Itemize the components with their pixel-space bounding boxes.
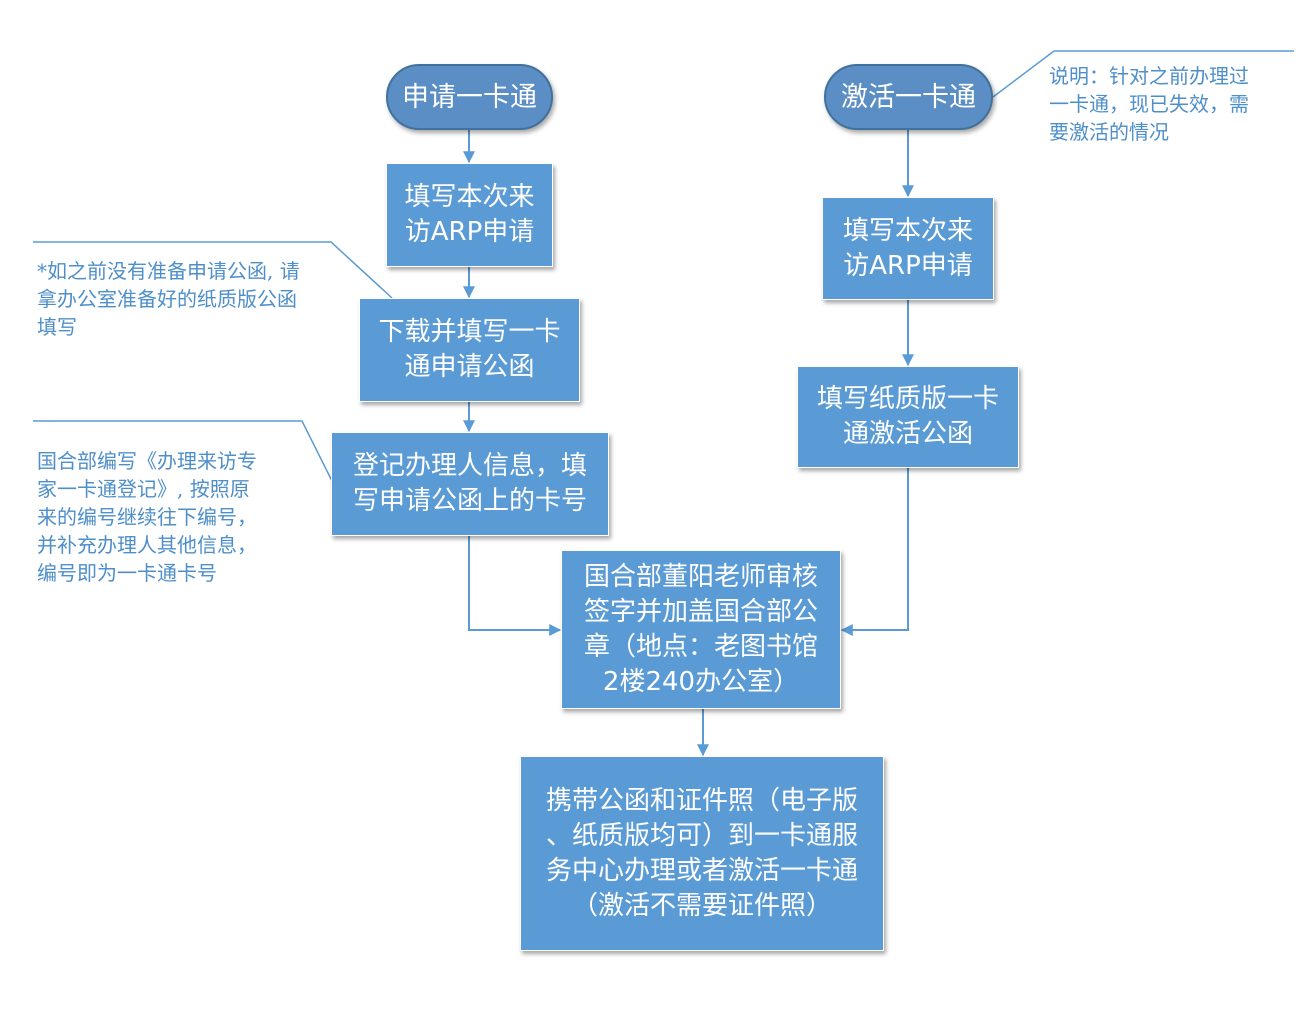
apply-card-start: 申请一卡通 xyxy=(386,64,553,130)
final-step-line-4: （激活不需要证件照） xyxy=(571,890,832,921)
activate-arp-line-1: 填写本次来 xyxy=(842,215,973,246)
arrow-register-to-review xyxy=(468,535,562,636)
paper-activation-box: 填写纸质版一卡 通激活公函 xyxy=(797,366,1019,468)
activation-note-line-2: 一卡通，现已失效，需 xyxy=(1049,92,1249,116)
final-step-line-1: 携带公函和证件照（电子版 xyxy=(545,785,858,816)
register-info-box: 登记办理人信息，填 写申请公函上的卡号 xyxy=(331,432,609,536)
callout-activation-note xyxy=(992,50,1294,98)
arrow-paper-to-review xyxy=(840,467,909,636)
download-letter-line-1: 下载并填写一卡 xyxy=(378,317,561,347)
letter-note-line-3: 填写 xyxy=(37,315,77,339)
review-sign-line-3: 章（地点：老图书馆 xyxy=(583,631,818,662)
register-note-line-1: 国合部编写《办理来访专 xyxy=(37,449,257,473)
download-letter-box: 下载并填写一卡 通申请公函 xyxy=(359,298,580,402)
apply-card-start-label: 申请一卡通 xyxy=(402,81,537,113)
final-step-box: 携带公函和证件照（电子版 、纸质版均可）到一卡通服 务中心办理或者激活一卡通 （… xyxy=(520,756,884,951)
paper-activation-line-1: 填写纸质版一卡 xyxy=(816,384,999,414)
review-sign-line-2: 签字并加盖国合部公 xyxy=(583,596,818,627)
apply-arp-box: 填写本次来 访ARP申请 xyxy=(386,163,553,267)
apply-arp-line-2: 访ARP申请 xyxy=(404,217,535,247)
register-note-line-2: 家一卡通登记》, 按照原 xyxy=(37,477,250,501)
letter-note-line-1: *如之前没有准备申请公函, 请 xyxy=(37,259,300,283)
activation-note-line-3: 要激活的情况 xyxy=(1049,120,1169,144)
register-note-line-4: 并补充办理人其他信息， xyxy=(37,533,257,557)
letter-note: *如之前没有准备申请公函, 请 拿办公室准备好的纸质版公函 填写 xyxy=(37,257,300,341)
paper-activation-line-2: 通激活公函 xyxy=(842,419,973,449)
register-note-line-5: 编号即为一卡通卡号 xyxy=(37,561,217,585)
letter-note-line-2: 拿办公室准备好的纸质版公函 xyxy=(37,287,297,311)
activation-note: 说明：针对之前办理过 一卡通，现已失效，需 要激活的情况 xyxy=(1049,62,1249,146)
apply-arp-line-1: 填写本次来 xyxy=(404,182,535,212)
register-info-line-2: 写申请公函上的卡号 xyxy=(352,486,587,516)
activate-arp-box: 填写本次来 访ARP申请 xyxy=(822,197,994,300)
review-sign-line-1: 国合部董阳老师审核 xyxy=(583,561,818,592)
callout-register-note xyxy=(33,420,334,484)
final-step-line-2: 、纸质版均可）到一卡通服 xyxy=(545,820,858,851)
activate-card-start: 激活一卡通 xyxy=(824,64,993,130)
activation-note-line-1: 说明：针对之前办理过 xyxy=(1049,64,1249,88)
review-sign-box: 国合部董阳老师审核 签字并加盖国合部公 章（地点：老图书馆 2楼240办公室） xyxy=(561,550,841,709)
callout-letter-note xyxy=(33,241,393,299)
register-note: 国合部编写《办理来访专 家一卡通登记》, 按照原 来的编号继续往下编号， 并补充… xyxy=(37,447,257,587)
register-note-line-3: 来的编号继续往下编号， xyxy=(37,505,257,529)
activate-card-start-label: 激活一卡通 xyxy=(841,81,976,113)
final-step-line-3: 务中心办理或者激活一卡通 xyxy=(545,855,858,886)
download-letter-line-2: 通申请公函 xyxy=(404,352,535,382)
review-sign-line-4: 2楼240办公室） xyxy=(602,666,800,697)
activate-arp-line-2: 访ARP申请 xyxy=(843,250,973,281)
register-info-line-1: 登记办理人信息，填 xyxy=(352,451,587,481)
